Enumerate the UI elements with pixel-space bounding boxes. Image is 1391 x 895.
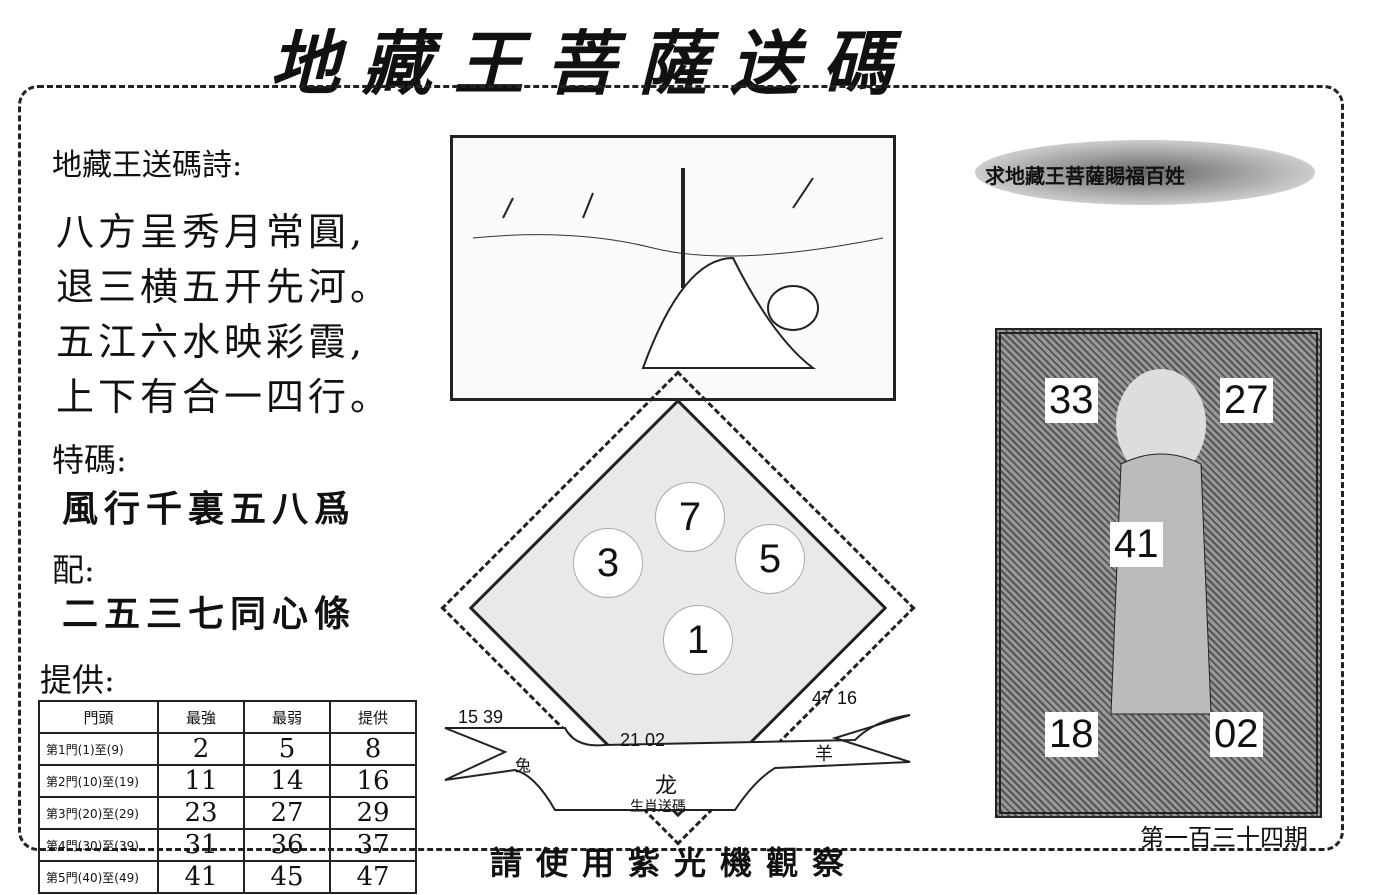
zodiac-center-animal: 龙 bbox=[655, 774, 678, 799]
illustration-sketch bbox=[450, 135, 896, 401]
number-circle: 5 bbox=[735, 524, 805, 594]
number-circle: 1 bbox=[663, 605, 733, 675]
poem-line: 八方呈秀月常圓, bbox=[56, 210, 367, 254]
buddha-number: 41 bbox=[1110, 522, 1163, 567]
oval-banner bbox=[975, 140, 1315, 205]
col-header: 最弱 bbox=[243, 700, 331, 734]
oval-banner-text: 求地藏王菩薩賜福百姓 bbox=[985, 164, 1185, 188]
buddha-number: 33 bbox=[1045, 378, 1098, 423]
buddha-number: 18 bbox=[1045, 712, 1098, 757]
zodiac-left-animal: 兔 bbox=[515, 756, 532, 775]
buddha-panel bbox=[995, 328, 1322, 818]
zodiac-center-numbers: 21 02 bbox=[620, 730, 666, 750]
dashed-border bbox=[18, 85, 1344, 851]
poem-line: 退三横五开先河。 bbox=[56, 265, 393, 309]
poem-line: 五江六水映彩霞, bbox=[56, 320, 367, 364]
page-title: 地藏王菩薩送碼 bbox=[270, 22, 914, 105]
issue-number: 第一百三十四期 bbox=[1140, 824, 1308, 852]
buddha-number: 02 bbox=[1210, 712, 1263, 757]
poem-line: 上下有合一四行。 bbox=[56, 375, 393, 419]
poem-heading: 地藏王送碼詩: bbox=[52, 148, 243, 183]
special-label: 特碼: bbox=[52, 441, 127, 479]
zodiac-right-animal: 羊 bbox=[815, 744, 833, 765]
zodiac-left-numbers: 15 39 bbox=[458, 707, 504, 727]
provide-label: 提供: bbox=[40, 661, 115, 699]
footer-note: 請使用紫光機觀察 bbox=[490, 844, 859, 882]
col-header: 門頭 bbox=[38, 700, 159, 734]
number-circle: 7 bbox=[655, 482, 725, 552]
zodiac-right-numbers: 47 16 bbox=[812, 688, 858, 708]
col-header: 最強 bbox=[157, 700, 245, 734]
monk-sketch-icon bbox=[472, 168, 884, 369]
poem: 八方呈秀月常圓, 退三横五开先河。 五江六水映彩霞, 上下有合一四行。 bbox=[56, 205, 392, 425]
special-text: 風行千裏五八爲 bbox=[62, 488, 357, 530]
match-text: 二五三七同心條 bbox=[62, 593, 357, 635]
zodiac-caption: 生肖送碼 bbox=[630, 799, 686, 815]
buddha-number: 27 bbox=[1220, 378, 1273, 423]
buddha-figure-icon bbox=[1110, 369, 1212, 715]
zodiac-banner-shape bbox=[444, 714, 911, 811]
number-circle: 3 bbox=[573, 528, 643, 598]
col-header: 提供 bbox=[329, 700, 417, 734]
match-label: 配: bbox=[52, 551, 95, 589]
